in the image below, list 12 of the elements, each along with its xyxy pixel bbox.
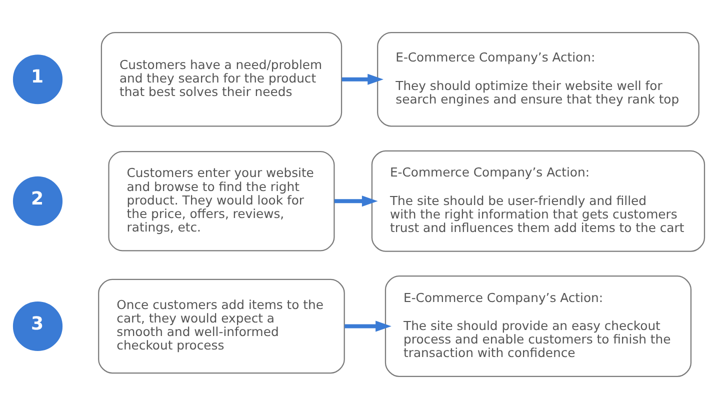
arrow <box>341 73 383 84</box>
node-box: E-Commerce Company’s Action: The site should provide an easy checkout process and enable customers to finish the transaction with confidence <box>384 275 692 376</box>
node-box: Once customers add items to the cart, they would expect a smooth and well-informed checkout process <box>98 278 344 374</box>
node-box: E-Commerce Company’s Action: The site should be user-friendly and filled with the right information that gets customers trust and influences them add items to the cart <box>370 150 705 252</box>
arrow <box>334 195 378 206</box>
arrow <box>344 320 391 332</box>
node-box: Customers have a need/problem and they search for the product that best solves their needs <box>100 32 342 126</box>
node-box: Customers enter your website and browse to find the right product. They would look for the price, offers, reviews, ratings, etc. <box>108 150 334 251</box>
node-circle: 1 <box>12 54 62 104</box>
node-circle: 2 <box>12 176 62 226</box>
node-circle: 3 <box>12 300 62 351</box>
node-box: E-Commerce Company’s Action: They should optimize their website well for search engines and ensure that they rank top <box>376 32 699 126</box>
